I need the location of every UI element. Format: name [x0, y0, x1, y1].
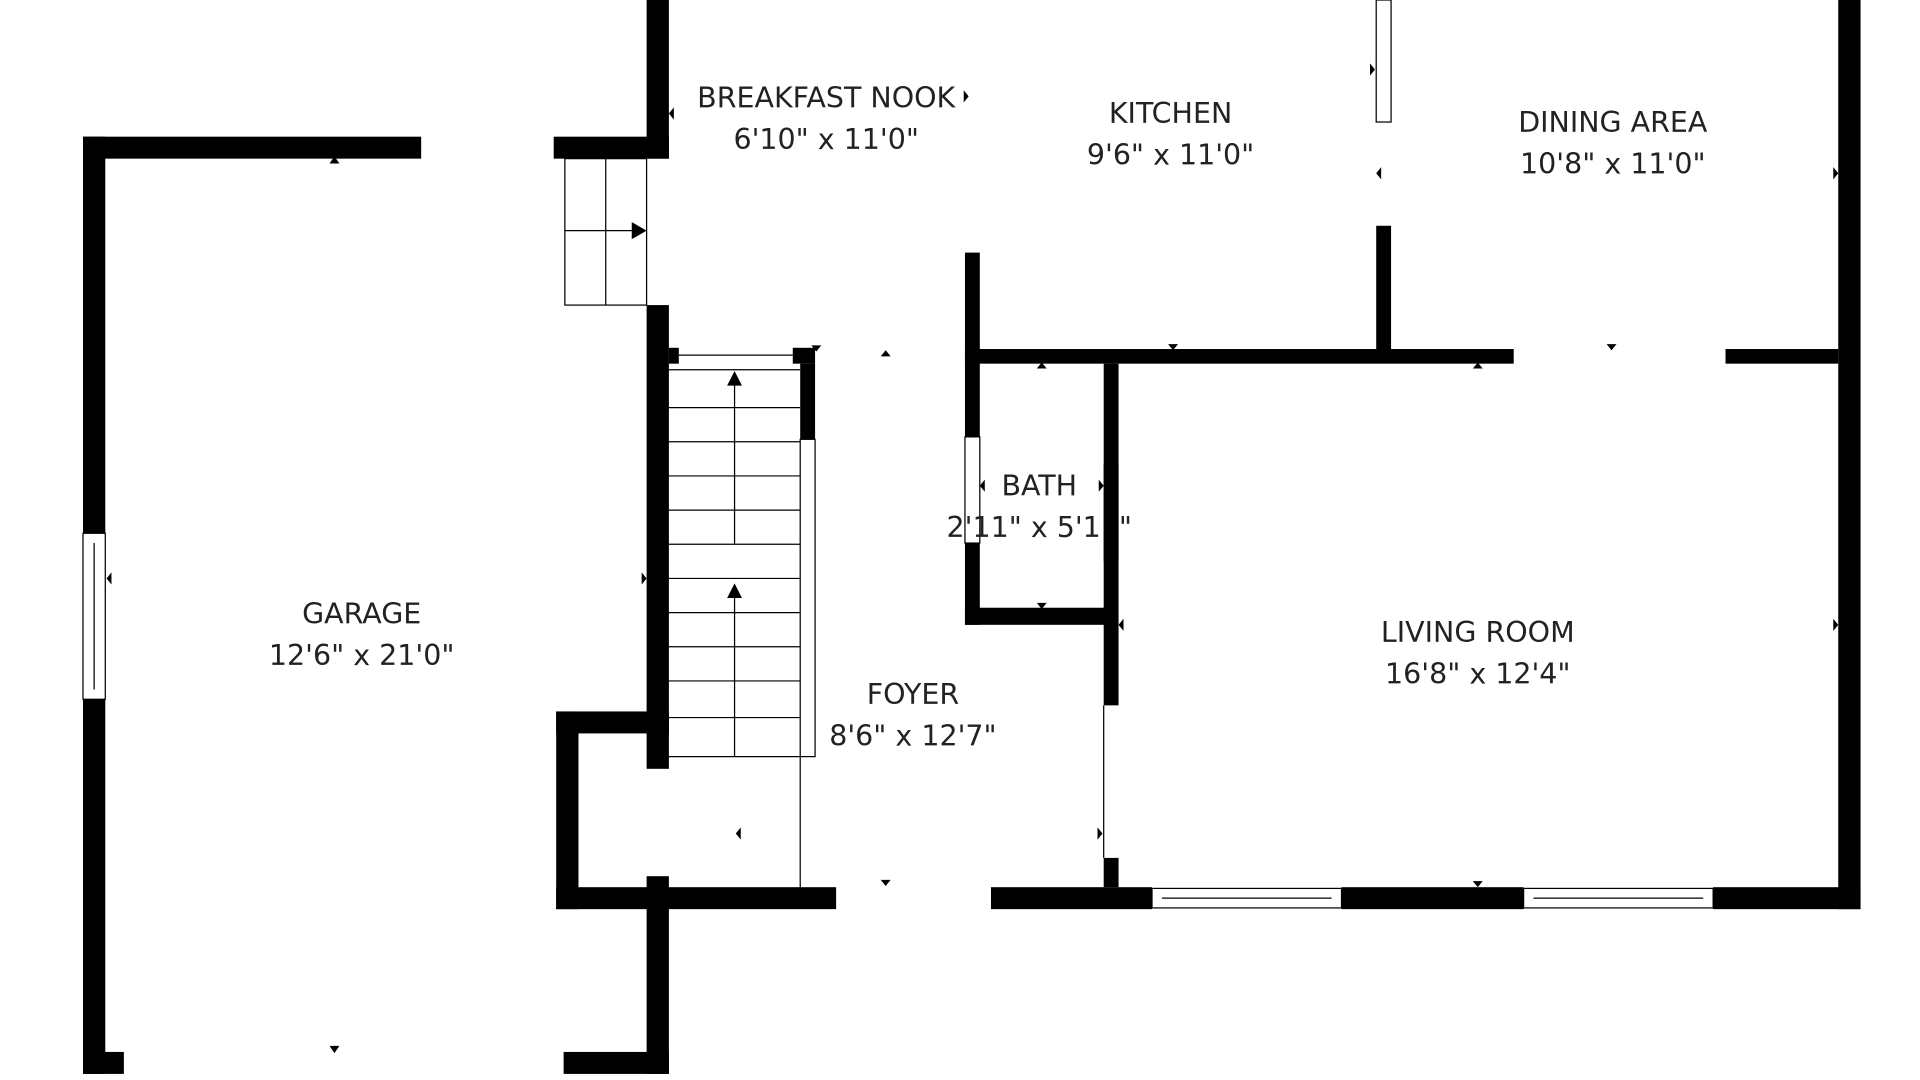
entry-steps: [564, 158, 648, 306]
room-name-kitchen: KITCHEN: [1109, 97, 1232, 130]
room-name-breakfast-nook: BREAKFAST NOOK: [697, 82, 957, 115]
room-size-dining-area: 10'8" x 11'0": [1520, 147, 1706, 180]
room-size-foyer: 8'6" x 12'7": [829, 720, 996, 753]
bath-right-wall: [1103, 463, 1119, 562]
room-labels: BREAKFAST NOOK 6'10" x 11'0" KITCHEN 9'6…: [269, 82, 1708, 753]
room-size-living-room: 16'8" x 12'4": [1385, 658, 1571, 691]
room-name-bath: BATH: [1001, 470, 1077, 503]
room-name-living-room: LIVING ROOM: [1381, 616, 1575, 649]
room-name-dining-area: DINING AREA: [1518, 106, 1708, 139]
room-size-garage: 12'6" x 21'0": [269, 639, 455, 672]
room-size-kitchen: 9'6" x 11'0": [1087, 139, 1254, 172]
door-arrow-icon: [631, 222, 647, 240]
windows: [82, 532, 1714, 909]
room-name-garage: GARAGE: [302, 598, 421, 631]
staircase: [668, 369, 801, 758]
dimension-markers: [106, 63, 1839, 1054]
room-size-breakfast-nook: 6'10" x 11'0": [733, 123, 919, 156]
stair-arrow-icon: [727, 583, 742, 598]
room-name-foyer: FOYER: [867, 678, 959, 711]
stair-arrow-icon: [727, 370, 742, 386]
room-size-bath: 2'11" x 5'11": [947, 511, 1133, 544]
